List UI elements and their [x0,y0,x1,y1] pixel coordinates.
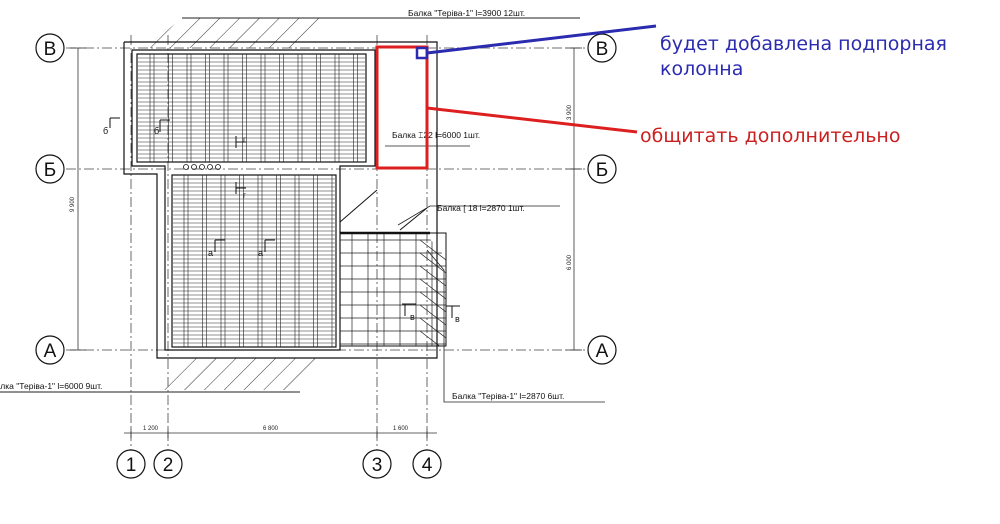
stair-beam-field [339,189,447,347]
axis-bubble-row-b-left: Б [35,154,65,184]
axis-label: 4 [422,455,433,476]
section-letter: а [208,248,213,258]
stair-hatch-line [419,317,446,339]
stair-hatch-line [419,239,446,261]
dim-bottom-3: 1 600 [393,426,409,432]
bottom-hatch [0,358,334,393]
section-mark-g1: г [235,135,246,148]
axis-bubble-col-2: 2 [153,449,183,479]
section-mark-a1: а [208,239,225,258]
axis-bubble-col-4: 4 [412,449,442,479]
section-mark-a2: а [258,239,275,258]
annotation-extra-calc-note: общитать дополнительно [640,124,900,149]
blue-markup [415,24,657,60]
beam-label-top: Балка "Теріва-1" l=3900 12шт. [408,8,525,18]
beam-label-left: Балка "Теріва-1" l=6000 9шт. [0,381,102,391]
section-letter: в [455,314,460,324]
section-mark-g2: г [235,182,246,200]
axis-bubble-row-a-right: А [587,335,617,365]
axis-label: В [44,39,57,60]
section-mark-b1: б [103,117,120,136]
annotation-column-note: будет добавлена подпорная колонна [660,32,947,82]
axis-bubble-row-b-right: Б [587,154,617,184]
section-letter: б [103,126,108,136]
annotation-line: будет добавлена подпорная [660,33,947,55]
dim-bottom-2: 6 800 [263,426,279,432]
annotation-line: колонна [660,58,744,80]
axis-label: А [44,341,57,362]
beam-label-stair: Балка "Теріва-1" l=2870 6шт. [452,391,564,401]
top-hatch [146,17,580,48]
stair-hatch-line [419,265,446,287]
section-letter: а [258,248,263,258]
dim-right-1: 3 900 [567,104,573,120]
section-letter: г [243,135,246,144]
axis-label: 1 [126,455,137,476]
axis-label: Б [596,160,608,181]
axis-label: 2 [163,455,174,476]
dim-right-2: 6 000 [567,254,573,270]
section-mark-v1: в [402,303,416,322]
dim-left-1: 9 900 [70,196,76,212]
axis-label: 3 [372,455,383,476]
stair-hatch-line [419,291,446,313]
annotation-line: общитать дополнительно [640,125,901,147]
axis-bubble-row-a-left: А [35,335,65,365]
dim-bottom-1: 1 200 [143,426,159,432]
axis-bubble-col-3: 3 [362,449,392,479]
section-mark-v2: в [446,305,460,324]
stair-hatch-line [419,330,446,346]
dimension-lines [70,47,582,438]
anchor-dots [183,164,221,170]
axis-label: А [596,341,609,362]
stair-hatch-line [419,252,446,274]
stair-hatch-line [419,304,446,326]
axis-bubble-row-v-left: В [35,33,65,63]
section-letter: в [410,312,415,322]
upper-beam-field [138,54,365,162]
section-mark-b2: б [154,119,170,136]
lower-beam-field [173,175,337,347]
axis-bubble-col-1: 1 [116,449,146,479]
section-letter: г [243,191,246,200]
red-markup [375,45,638,170]
axis-label: Б [44,160,56,181]
section-letter: б [154,126,159,136]
beam-label-channel: Балка [ 18 l=2870 1шт. [437,203,525,213]
axis-gridlines [66,35,585,450]
axis-label: В [596,39,609,60]
beam-leaders [385,145,605,403]
beam-label-i22: Балка ⌶22 l=6000 1шт. [392,130,480,140]
stair-hatch-line [419,278,446,300]
axis-bubble-row-v-right: В [587,33,617,63]
